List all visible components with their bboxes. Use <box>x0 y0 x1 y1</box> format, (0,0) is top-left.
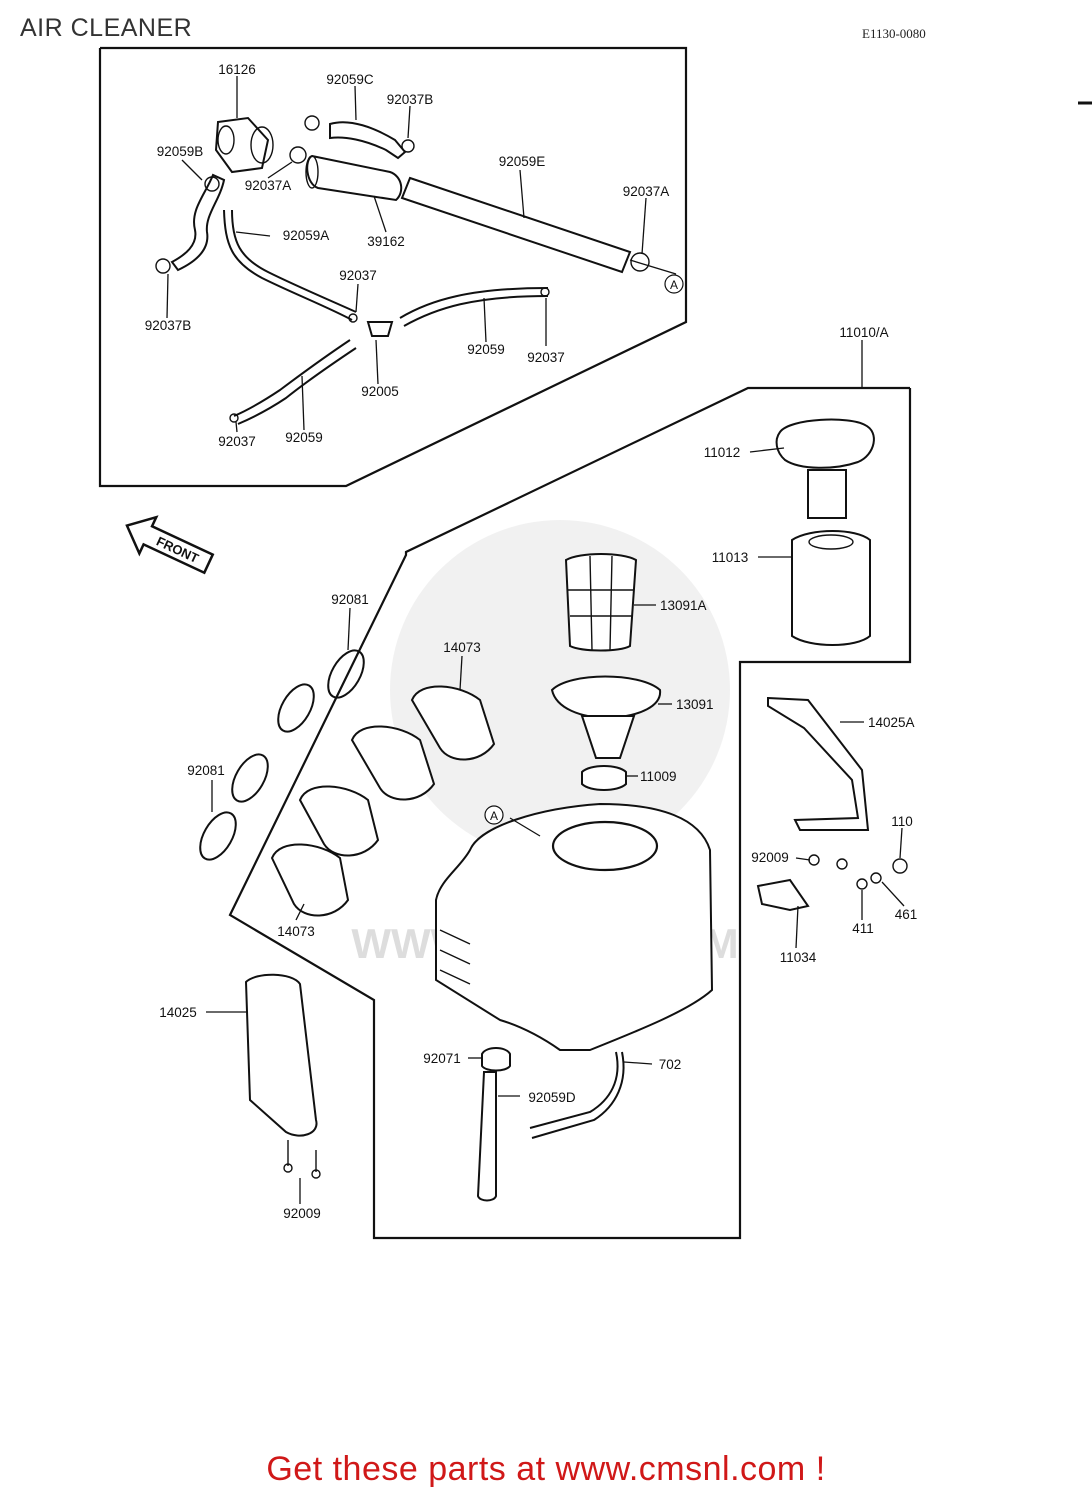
callout-label: 92037 <box>527 350 565 365</box>
lower-group-border <box>228 386 912 1240</box>
cage-13091a <box>564 553 638 652</box>
grommet-11009 <box>581 765 627 791</box>
page-title: AIR CLEANER <box>20 14 193 42</box>
callout-label: 11013 <box>712 550 749 565</box>
cap-92071 <box>481 1047 511 1072</box>
callout-label: 461 <box>895 907 918 922</box>
screws-92009 <box>283 1140 321 1179</box>
hose-92059-right <box>399 287 549 327</box>
callout-label: 11034 <box>780 950 817 965</box>
callout-label: 92059C <box>326 72 374 87</box>
callout-label: 92059D <box>528 1090 576 1105</box>
callout-label: 11009 <box>640 769 677 784</box>
callout-label: 92059B <box>157 144 204 159</box>
drain-tube-702 <box>529 1051 625 1139</box>
air-box-case <box>435 802 714 1051</box>
callout-label: 92059A <box>283 228 330 243</box>
diagram-code: E1130-0080 <box>862 26 926 41</box>
hose-92059-lower <box>233 339 357 425</box>
callout-label: 39162 <box>367 234 405 249</box>
bolts-lower-right <box>808 854 908 890</box>
callout-label: 13091 <box>676 697 714 712</box>
callout-label: 702 <box>659 1057 682 1072</box>
reference-marker-a-upper: A <box>664 274 684 294</box>
callout-label: 92071 <box>423 1051 461 1066</box>
clamps-upper <box>155 115 650 423</box>
callout-labels: 16126 92059C 92037B 92059B 92037A 92059E… <box>145 62 918 1221</box>
hose-92059c <box>329 121 407 160</box>
callout-label: 92037B <box>145 318 192 333</box>
callout-label: 92037A <box>245 178 292 193</box>
wing-nut-11012 <box>775 418 875 519</box>
callout-label: 14025A <box>868 715 915 730</box>
callout-label: 11010/A <box>839 325 888 340</box>
leader-lines <box>166 76 905 1204</box>
callout-label: 14073 <box>277 924 315 939</box>
holder-13091 <box>550 675 662 759</box>
o-rings-92081 <box>199 649 365 861</box>
element-11013 <box>791 530 871 646</box>
callout-label: 92081 <box>331 592 369 607</box>
cover-14025 <box>244 973 318 1137</box>
callout-label: 14025 <box>159 1005 197 1020</box>
callout-label: 13091A <box>660 598 707 613</box>
drain-tube-92059d <box>476 1071 497 1202</box>
callout-label: 92059 <box>467 342 505 357</box>
callout-label: 92005 <box>361 384 399 399</box>
callout-label: 11012 <box>704 445 741 460</box>
callout-label: 92081 <box>187 763 225 778</box>
front-arrow: FRONT <box>125 515 215 575</box>
callout-label: 92037A <box>623 184 670 199</box>
callout-label: 92037B <box>387 92 434 107</box>
pipe-39162 <box>305 154 403 202</box>
callout-label: 411 <box>852 921 874 936</box>
callout-label: 92059 <box>285 430 323 445</box>
hose-92059a <box>223 209 357 321</box>
reference-marker-text: A <box>490 809 498 823</box>
bracket-14025a <box>767 696 870 831</box>
callout-label: 92037 <box>339 268 377 283</box>
callout-label: 92009 <box>751 850 789 865</box>
bracket-11034 <box>756 878 810 912</box>
hose-92059e <box>400 176 632 274</box>
footer-promo-text[interactable]: Get these parts at www.cmsnl.com ! <box>266 1450 826 1488</box>
joint-92005 <box>366 321 394 337</box>
breather-valve-part <box>214 116 274 174</box>
callout-label: 16126 <box>218 62 256 77</box>
callout-label: 14073 <box>443 640 481 655</box>
ducts-14073 <box>270 685 496 917</box>
upper-group-border <box>98 46 688 488</box>
callout-label: 110 <box>891 814 913 829</box>
callout-label: 92009 <box>283 1206 321 1221</box>
callout-label: 92037 <box>218 434 256 449</box>
callout-label: 92059E <box>499 154 546 169</box>
hose-92059b <box>170 173 226 272</box>
reference-marker-a-lower: A <box>484 805 504 825</box>
reference-marker-text: A <box>670 278 678 292</box>
